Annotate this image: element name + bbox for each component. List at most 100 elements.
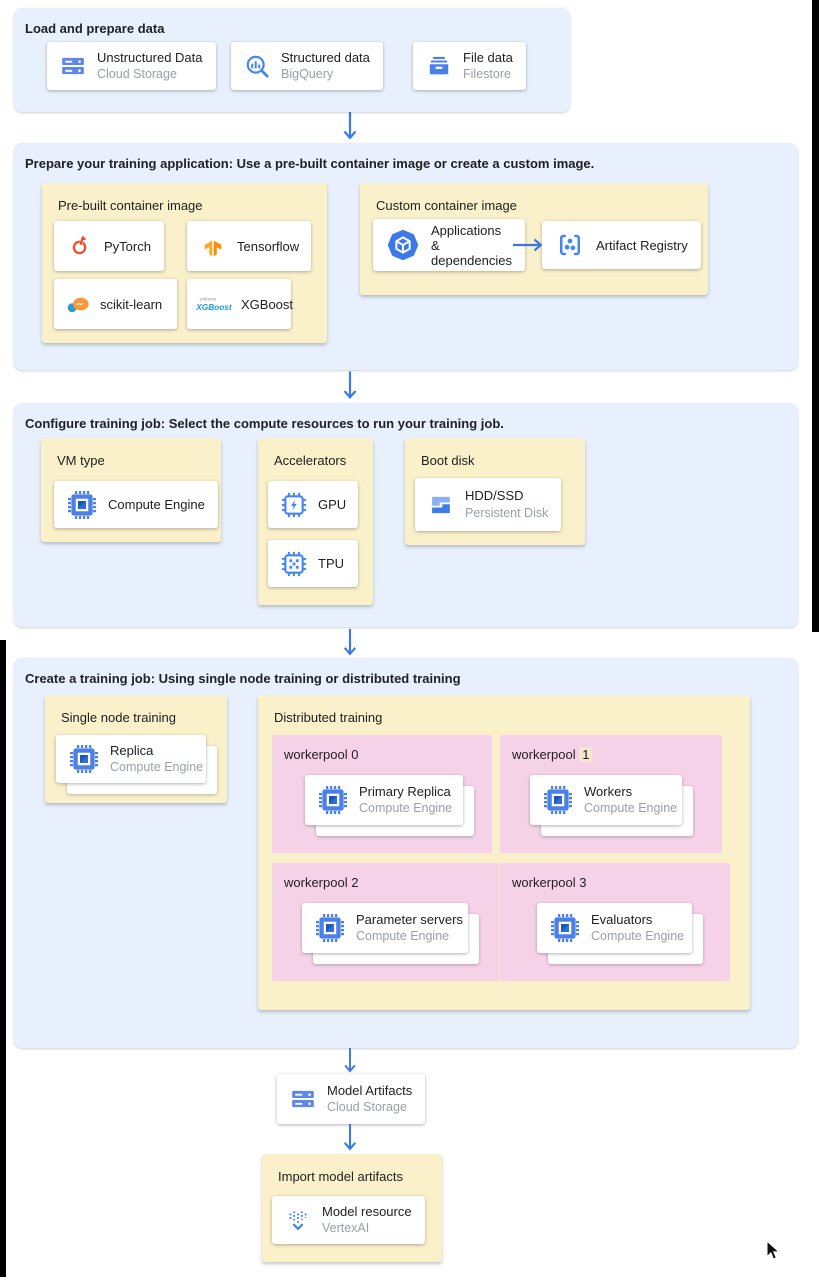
pool-workerpool-1: workerpool 1 Workers Compute Engine bbox=[500, 735, 722, 853]
card-file-data: File data Filestore bbox=[413, 42, 526, 90]
pool-label: workerpool 3 bbox=[512, 875, 587, 890]
tpu-icon bbox=[281, 551, 307, 577]
card-title: Artifact Registry bbox=[596, 237, 688, 253]
section-configure-title: Configure training job: Select the compu… bbox=[25, 416, 504, 431]
pytorch-icon bbox=[67, 233, 93, 259]
card-title: Replica bbox=[110, 742, 154, 758]
card-title: File data bbox=[463, 49, 513, 65]
compute-engine-icon bbox=[69, 744, 99, 774]
card-xgboost: XGBoost bbox=[187, 279, 294, 329]
card-title: Evaluators bbox=[591, 911, 653, 927]
card-tensorflow: Tensorflow bbox=[187, 221, 311, 271]
card-subtitle: BigQuery bbox=[281, 67, 334, 82]
persistent-disk-icon bbox=[428, 492, 454, 518]
gpu-icon bbox=[281, 492, 307, 518]
card-title: Workers bbox=[584, 783, 633, 799]
section-prepare-application: Prepare your training application: Use a… bbox=[14, 143, 798, 370]
card-title: Compute Engine bbox=[108, 497, 205, 512]
flow-arrow-down-2 bbox=[341, 371, 359, 400]
compute-engine-icon bbox=[315, 913, 345, 943]
card-evaluators: Evaluators Compute Engine bbox=[537, 903, 692, 953]
panel-vm-type-title: VM type bbox=[57, 453, 105, 468]
panel-single-node: Single node training Replica Compute Eng… bbox=[45, 695, 227, 803]
card-title: Model Artifacts bbox=[327, 1082, 413, 1098]
panel-custom-container: Custom container image Applications & de… bbox=[360, 183, 708, 295]
panel-vm-type: VM type Compute Engine bbox=[41, 438, 221, 542]
panel-boot-disk-title: Boot disk bbox=[421, 453, 475, 468]
flow-arrow-down-1 bbox=[341, 112, 359, 140]
panel-accelerators-title: Accelerators bbox=[274, 453, 347, 468]
panel-distributed-title: Distributed training bbox=[274, 710, 383, 725]
card-tpu: TPU bbox=[268, 540, 358, 587]
xgboost-icon bbox=[195, 293, 235, 315]
pool-workerpool-2: workerpool 2 Parameter servers Compute E… bbox=[272, 863, 499, 981]
panel-distributed-training: Distributed training workerpool 0 Primar… bbox=[258, 695, 750, 1010]
flow-arrow-right bbox=[513, 236, 543, 254]
panel-boot-disk: Boot disk HDD/SSD Persistent Disk bbox=[405, 438, 585, 545]
card-pytorch: PyTorch bbox=[54, 221, 164, 271]
card-subtitle: Compute Engine bbox=[356, 929, 450, 944]
card-persistent-disk: HDD/SSD Persistent Disk bbox=[415, 478, 562, 531]
section-prepare-title: Prepare your training application: Use a… bbox=[25, 156, 595, 171]
card-title: Model resource bbox=[322, 1203, 412, 1219]
card-title: PyTorch bbox=[104, 238, 151, 254]
artifact-registry-icon bbox=[555, 230, 585, 260]
card-title: Parameter servers bbox=[356, 911, 463, 927]
card-model-artifacts: Model Artifacts Cloud Storage bbox=[277, 1074, 426, 1124]
card-title: GPU bbox=[318, 497, 347, 512]
card-title: XGBoost bbox=[241, 296, 294, 312]
card-workers: Workers Compute Engine bbox=[530, 775, 682, 825]
pool-workerpool-3: workerpool 3 Evaluators Compute Engine bbox=[500, 863, 730, 981]
panel-prebuilt-title: Pre-built container image bbox=[58, 198, 203, 213]
pool-workerpool-0: workerpool 0 Primary Replica Compute Eng… bbox=[272, 735, 492, 853]
pool-label-number-highlighted: 1 bbox=[579, 747, 593, 762]
tensorflow-icon bbox=[200, 233, 226, 259]
panel-accelerators: Accelerators GPU TPU bbox=[258, 438, 373, 605]
panel-custom-title: Custom container image bbox=[376, 198, 517, 213]
card-gpu: GPU bbox=[268, 481, 358, 528]
card-subtitle: Filestore bbox=[463, 67, 511, 82]
card-primary-replica: Primary Replica Compute Engine bbox=[305, 775, 463, 825]
card-title: HDD/SSD bbox=[465, 488, 524, 504]
card-subtitle: Persistent Disk bbox=[465, 505, 549, 520]
card-applications-dependencies: Applications & dependencies bbox=[373, 219, 525, 271]
flow-arrow-down-5 bbox=[341, 1124, 359, 1151]
pool-label-prefix: workerpool bbox=[512, 747, 576, 762]
cloud-storage-icon bbox=[60, 53, 86, 79]
compute-engine-icon bbox=[550, 913, 580, 943]
card-title: TPU bbox=[318, 556, 344, 571]
card-subtitle: Compute Engine bbox=[584, 801, 678, 816]
section-create-job: Create a training job: Using single node… bbox=[14, 658, 798, 1048]
flow-arrow-down-4 bbox=[341, 1048, 359, 1073]
card-title: Applications & dependencies bbox=[431, 222, 512, 268]
card-model-resource: Model resource VertexAI bbox=[272, 1196, 425, 1244]
flow-arrow-down-3 bbox=[341, 629, 359, 656]
pool-label: workerpool 1 bbox=[512, 747, 593, 762]
section-create-title: Create a training job: Using single node… bbox=[25, 671, 461, 686]
right-edge-bar bbox=[812, 0, 819, 632]
card-scikit-learn: scikit-learn bbox=[54, 279, 177, 329]
card-title: scikit-learn bbox=[100, 296, 163, 312]
cloud-storage-icon bbox=[290, 1086, 316, 1112]
card-subtitle: Compute Engine bbox=[359, 801, 453, 816]
section-load-data: Load and prepare data Unstructured Data … bbox=[14, 8, 570, 112]
compute-engine-icon bbox=[318, 785, 348, 815]
compute-engine-icon bbox=[543, 785, 573, 815]
card-artifact-registry: Artifact Registry bbox=[542, 221, 701, 269]
panel-single-node-title: Single node training bbox=[61, 710, 176, 725]
compute-engine-icon bbox=[67, 490, 97, 520]
vertex-ai-icon bbox=[285, 1207, 311, 1233]
filestore-icon bbox=[426, 53, 452, 79]
panel-prebuilt-container: Pre-built container image PyTorch Tensor… bbox=[42, 183, 327, 343]
card-subtitle: Compute Engine bbox=[591, 929, 685, 944]
card-structured-data: Structured data BigQuery bbox=[231, 42, 383, 90]
pool-label: workerpool 0 bbox=[284, 747, 359, 762]
card-title: Tensorflow bbox=[237, 238, 300, 254]
card-unstructured-data: Unstructured Data Cloud Storage bbox=[47, 42, 216, 90]
card-title: Primary Replica bbox=[359, 783, 451, 799]
card-replica: Replica Compute Engine bbox=[56, 735, 206, 783]
panel-import-title: Import model artifacts bbox=[278, 1169, 403, 1184]
card-title: Unstructured Data bbox=[97, 49, 203, 65]
card-subtitle: Cloud Storage bbox=[327, 1100, 407, 1115]
